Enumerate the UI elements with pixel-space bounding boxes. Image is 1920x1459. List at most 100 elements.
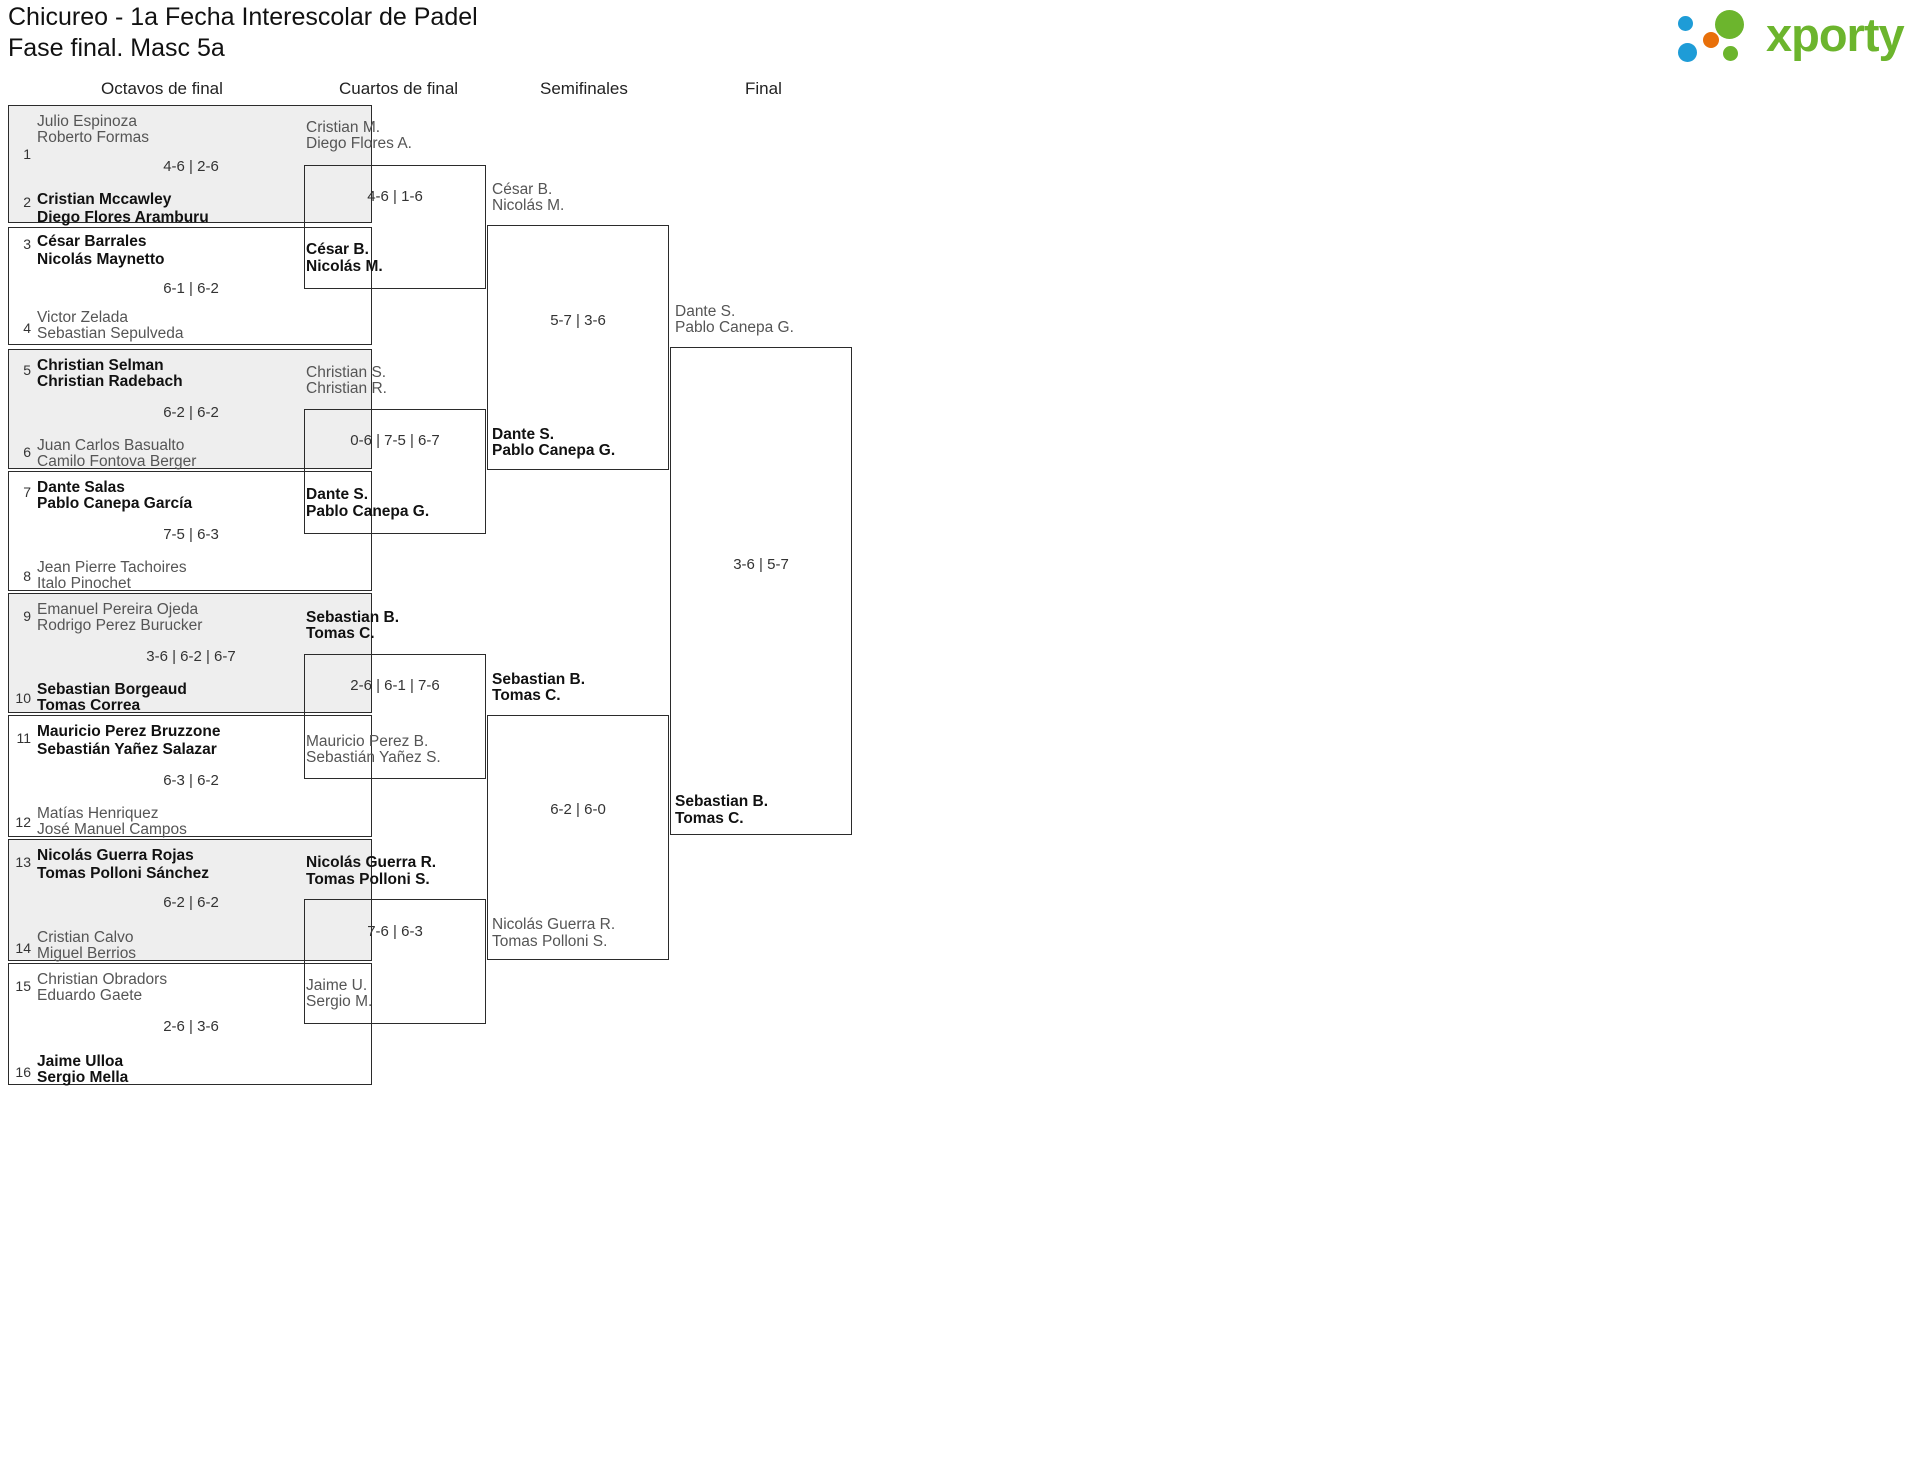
qf3-bot-player-2: Sebastián Yañez S. <box>306 749 441 766</box>
match-r3-2[interactable] <box>487 715 669 960</box>
match-score: 2-6 | 3-6 <box>163 1018 219 1035</box>
seed-number: 13 <box>15 854 31 870</box>
sf1-bot-player-1: Dante S. <box>492 426 555 443</box>
seed-number: 7 <box>23 484 31 500</box>
team-player-2: Sebastian Sepulveda <box>37 325 184 342</box>
seed-number: 15 <box>15 978 31 994</box>
team-player-1: Nicolás Guerra Rojas <box>37 847 194 864</box>
qf2-top-player-2: Christian R. <box>306 380 387 397</box>
match-r4-final[interactable] <box>670 347 852 835</box>
team-player-1: Matías Henriquez <box>37 805 159 822</box>
match-r2-3[interactable] <box>304 654 486 779</box>
page-title: Chicureo - 1a Fecha Interescolar de Pade… <box>8 2 478 64</box>
match-score: 6-2 | 6-2 <box>163 894 219 911</box>
team-player-1: Mauricio Perez Bruzzone <box>37 723 221 740</box>
final-bot-player-1: Sebastian B. <box>675 793 769 810</box>
seed-number: 14 <box>15 940 31 956</box>
round-header-octavos: Octavos de final <box>101 79 223 98</box>
match-r1-4[interactable]: 7 Dante Salas Pablo Canepa García 7-5 | … <box>8 471 372 592</box>
team-player-1: Emanuel Pereira Ojeda <box>37 601 199 618</box>
match-score: 6-2 | 6-0 <box>550 801 606 818</box>
seed-number: 2 <box>23 194 31 210</box>
qf4-bot-player-2: Sergio M. <box>306 993 373 1010</box>
match-r1-2[interactable]: 3 César Barrales Nicolás Maynetto 6-1 | … <box>8 227 372 345</box>
seed-number: 5 <box>23 362 31 378</box>
qf3-bot-player-1: Mauricio Perez B. <box>306 733 429 750</box>
match-score: 3-6 | 5-7 <box>733 556 789 573</box>
sf2-bot-player-1: Nicolás Guerra R. <box>492 916 616 933</box>
match-r1-1[interactable]: 1 Julio Espinoza Roberto Formas 4-6 | 2-… <box>8 105 372 226</box>
team-player-1: Julio Espinoza <box>37 113 137 130</box>
match-r1-6[interactable]: 11 Mauricio Perez Bruzzone Sebastián Yañ… <box>8 715 372 838</box>
team-player-1: Juan Carlos Basualto <box>37 437 185 454</box>
qf1-bot-player-2: Nicolás M. <box>306 258 383 275</box>
qf2-bot-player-1: Dante S. <box>306 486 369 503</box>
seed-number: 4 <box>23 320 31 336</box>
logo-dots-icon <box>1678 10 1770 66</box>
team-player-1: Jaime Ulloa <box>37 1053 124 1070</box>
team-player-2: Miguel Berrios <box>37 945 137 962</box>
qf2-bot-player-2: Pablo Canepa G. <box>306 503 430 520</box>
seed-number: 10 <box>15 690 31 706</box>
match-score: 5-7 | 3-6 <box>550 312 606 329</box>
final-top-player-1: Dante S. <box>675 303 736 320</box>
qf1-bot-player-1: César B. <box>306 241 369 258</box>
seed-number: 12 <box>15 814 31 830</box>
team-player-1: Cristian Calvo <box>37 929 134 946</box>
sf1-top-player-1: César B. <box>492 181 553 198</box>
round-header-final: Final <box>745 79 782 98</box>
sf1-bot-player-2: Pablo Canepa G. <box>492 442 616 459</box>
team-player-1: Jean Pierre Tachoires <box>37 559 187 576</box>
team-player-2: Tomas Polloni Sánchez <box>37 865 209 882</box>
team-player-2: Christian Radebach <box>37 373 183 390</box>
qf2-top-player-1: Christian S. <box>306 364 387 381</box>
team-player-2: Rodrigo Perez Burucker <box>37 617 203 634</box>
seed-number: 3 <box>23 236 31 252</box>
match-r2-1[interactable] <box>304 165 486 289</box>
sf1-top-player-2: Nicolás M. <box>492 197 565 214</box>
qf4-top-player-2: Tomas Polloni S. <box>306 871 430 888</box>
seed-number: 9 <box>23 608 31 624</box>
team-player-2: Tomas Correa <box>37 697 141 714</box>
team-player-2: Nicolás Maynetto <box>37 251 165 268</box>
team-player-2: José Manuel Campos <box>37 821 187 838</box>
match-score: 6-2 | 6-2 <box>163 404 219 421</box>
team-player-2: Sergio Mella <box>37 1069 129 1086</box>
final-bot-player-2: Tomas C. <box>675 810 744 827</box>
match-score: 6-3 | 6-2 <box>163 772 219 789</box>
qf1-top-player-2: Diego Flores A. <box>306 135 412 152</box>
title-line-2: Fase final. Masc 5a <box>8 34 225 62</box>
team-player-2: Italo Pinochet <box>37 575 131 592</box>
team-player-1: Victor Zelada <box>37 309 129 326</box>
team-player-1: César Barrales <box>37 233 147 250</box>
seed-number: 11 <box>16 730 31 746</box>
round-header-cuartos: Cuartos de final <box>339 79 459 98</box>
team-player-1: Christian Obradors <box>37 971 168 988</box>
logo-wordmark: xporty <box>1766 8 1905 61</box>
xporty-logo[interactable]: xporty <box>1678 6 1914 66</box>
qf1-top-player-1: Cristian M. <box>306 119 381 136</box>
sf2-top-player-2: Tomas C. <box>492 687 561 704</box>
match-r1-7[interactable]: 13 Nicolás Guerra Rojas Tomas Polloni Sá… <box>8 839 372 962</box>
sf2-top-player-1: Sebastian B. <box>492 671 586 688</box>
match-score: 6-1 | 6-2 <box>163 280 219 297</box>
title-line-1: Chicureo - 1a Fecha Interescolar de Pade… <box>8 3 478 31</box>
team-player-1: Christian Selman <box>37 357 164 374</box>
match-score: 7-5 | 6-3 <box>163 526 219 543</box>
match-r2-2[interactable] <box>304 409 486 534</box>
match-r1-8[interactable]: 15 Christian Obradors Eduardo Gaete 2-6 … <box>8 963 372 1086</box>
team-player-1: Cristian Mccawley <box>37 191 172 208</box>
match-r1-5[interactable]: 9 Emanuel Pereira Ojeda Rodrigo Perez Bu… <box>8 593 372 714</box>
seed-number: 8 <box>23 568 31 584</box>
match-r2-4[interactable] <box>304 899 486 1024</box>
team-player-2: Eduardo Gaete <box>37 987 143 1004</box>
round-header-semifinales: Semifinales <box>540 79 628 98</box>
page-header: Chicureo - 1a Fecha Interescolar de Pade… <box>0 0 1920 75</box>
seed-number: 16 <box>15 1064 31 1080</box>
match-score: 3-6 | 6-2 | 6-7 <box>146 648 236 665</box>
match-r3-1[interactable] <box>487 225 669 470</box>
seed-number: 1 <box>23 146 31 162</box>
qf3-top-player-1: Sebastian B. <box>306 609 400 626</box>
team-player-1: Dante Salas <box>37 479 125 496</box>
team-player-2: Roberto Formas <box>37 129 149 146</box>
